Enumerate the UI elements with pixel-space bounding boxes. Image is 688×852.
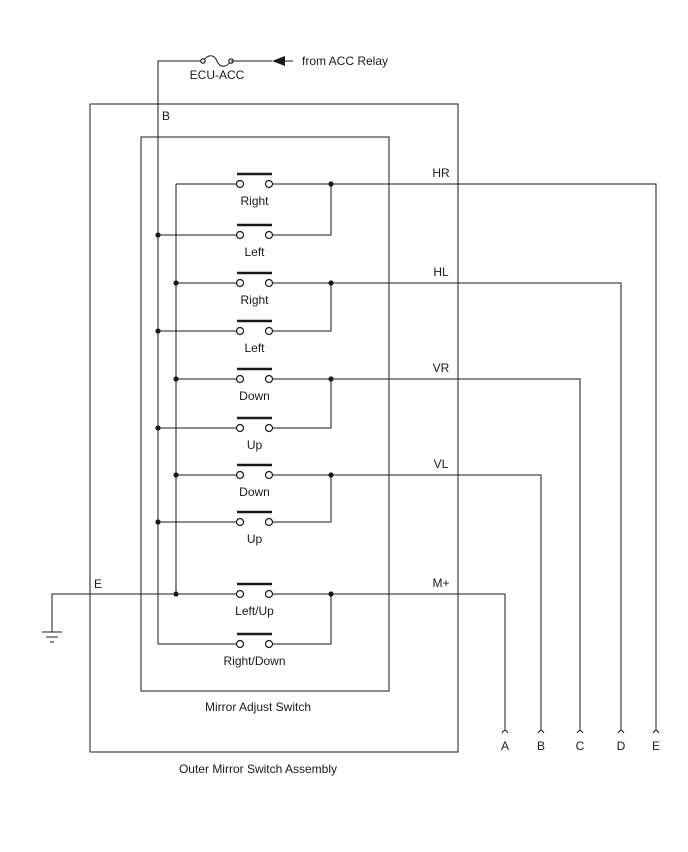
contact-left xyxy=(235,278,245,288)
contact-right xyxy=(264,326,274,336)
outer-box-label: Outer Mirror Switch Assembly xyxy=(179,762,337,776)
switch-7: Down xyxy=(235,463,274,499)
switch-5: Down xyxy=(235,367,274,403)
switch-label: Down xyxy=(239,485,270,499)
switch-6: Up xyxy=(235,416,274,452)
fuse-ecu-acc xyxy=(157,55,293,644)
terminal-label: C xyxy=(576,739,585,753)
contact-right xyxy=(264,374,274,384)
outer-mirror-switch-assembly-box xyxy=(89,103,459,753)
switch-2: Left xyxy=(235,223,274,259)
contact-left xyxy=(235,179,245,189)
switch-label: Left/Up xyxy=(235,604,274,618)
contact-right xyxy=(264,639,274,649)
connector-icon xyxy=(617,730,625,734)
switch-9: Left/Up xyxy=(235,582,274,618)
contact-left xyxy=(235,423,245,433)
contact-left xyxy=(235,589,245,599)
output-4: VL B xyxy=(331,457,545,753)
terminal-label: A xyxy=(501,739,509,753)
output-2: HL D xyxy=(331,265,626,753)
switch-1: Right xyxy=(235,172,274,208)
junction-dot xyxy=(173,591,179,597)
contact-left xyxy=(235,470,245,480)
switch-label: Right xyxy=(240,293,269,307)
contact-right xyxy=(264,423,274,433)
switch-label: Right xyxy=(240,194,269,208)
output-1: HR E xyxy=(331,166,660,753)
switch-pair-wiring xyxy=(155,280,334,334)
switch-label: Up xyxy=(247,532,263,546)
switch-pair-wiring xyxy=(158,591,334,645)
contact-right xyxy=(264,230,274,240)
contact-left xyxy=(235,230,245,240)
switch-pair-wiring xyxy=(155,181,334,238)
signal-label: VL xyxy=(434,457,449,471)
switch-3: Right xyxy=(235,271,274,307)
switch-4: Left xyxy=(235,319,274,355)
connector-icon xyxy=(576,730,584,734)
junction-dot xyxy=(173,280,179,286)
ground-label: E xyxy=(94,577,102,591)
switch-label: Left xyxy=(244,245,265,259)
contact-right xyxy=(264,470,274,480)
junction-dot xyxy=(155,328,161,334)
switch-label: Down xyxy=(239,389,270,403)
contact-right xyxy=(264,179,274,189)
mirror-adjust-switch-box xyxy=(140,136,390,692)
contact-left xyxy=(235,326,245,336)
battery-input-label: B xyxy=(162,109,170,123)
signal-label: M+ xyxy=(432,576,449,590)
connector-icon xyxy=(537,730,545,734)
output-wiring: HR E HL D VR C VL B M+ A xyxy=(331,166,660,753)
acc-relay-label: from ACC Relay xyxy=(302,54,388,68)
switch-8: Up xyxy=(235,510,274,546)
contact-right xyxy=(264,589,274,599)
fuse-label: ECU-ACC xyxy=(190,68,245,82)
switch-label: Up xyxy=(247,438,263,452)
switch-label: Left xyxy=(244,341,265,355)
contact-left xyxy=(235,374,245,384)
contact-left xyxy=(235,639,245,649)
ground-icon xyxy=(42,631,62,643)
junction-dot xyxy=(173,472,179,478)
contact-left xyxy=(235,517,245,527)
ground-wiring xyxy=(42,184,177,643)
output-3: VR C xyxy=(331,361,585,753)
signal-label: VR xyxy=(433,361,450,375)
inner-box-label: Mirror Adjust Switch xyxy=(205,700,311,714)
connector-icon xyxy=(501,730,509,734)
junction-dot xyxy=(155,232,161,238)
switch-label: Right/Down xyxy=(223,654,285,668)
output-5: M+ A xyxy=(331,576,509,753)
junction-dot xyxy=(173,376,179,382)
junction-dot xyxy=(155,425,161,431)
signal-label: HR xyxy=(432,166,450,180)
junction-dot xyxy=(155,519,161,525)
arrow-icon xyxy=(272,56,285,66)
terminal-label: B xyxy=(537,739,545,753)
terminal-label: D xyxy=(617,739,626,753)
switch-group: RightLeftRightLeftDownUpDownUpLeft/UpRig… xyxy=(155,172,334,668)
contact-right xyxy=(264,517,274,527)
contact-right xyxy=(264,278,274,288)
terminal-label: E xyxy=(652,739,660,753)
signal-label: HL xyxy=(433,265,449,279)
switch-pair-wiring xyxy=(155,376,334,431)
connector-icon xyxy=(652,730,660,734)
switch-10: Right/Down xyxy=(223,632,286,668)
